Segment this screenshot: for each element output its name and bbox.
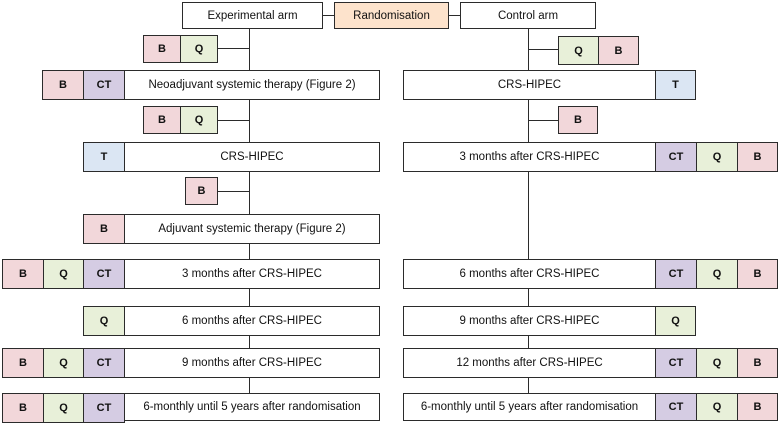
tag-questionnaire: Q (696, 142, 738, 172)
tag-blood: B (2, 393, 44, 423)
tag-questionnaire: Q (558, 36, 599, 65)
adjuvant-therapy-box: Adjuvant systemic therapy (Figure 2) (124, 214, 380, 244)
control-12-months-box: 12 months after CRS-HIPEC (403, 348, 656, 378)
tag-blood: B (598, 36, 639, 65)
tag-blood: B (737, 142, 778, 172)
tag-questionnaire: Q (43, 348, 84, 378)
tag-questionnaire: Q (180, 35, 218, 63)
tag-ct: CT (83, 259, 125, 289)
experimental-arm-header: Experimental arm (182, 2, 323, 29)
tag-questionnaire: Q (696, 348, 738, 378)
tag-tissue: T (83, 142, 125, 172)
tag-ct: CT (655, 142, 697, 172)
experimental-6-months-box: 6 months after CRS-HIPEC (124, 306, 380, 336)
tag-questionnaire: Q (180, 106, 218, 134)
tag-baseline: B (143, 35, 181, 63)
control-crs-hipec-box: CRS-HIPEC (403, 70, 656, 100)
connector-header-right (448, 15, 460, 17)
tag-questionnaire: Q (43, 393, 84, 423)
tag-blood: B (737, 393, 778, 421)
tag-blood: B (558, 106, 598, 134)
tag-ct: CT (655, 259, 697, 289)
randomisation-box: Randomisation (334, 2, 449, 29)
tag-ct: CT (655, 393, 697, 421)
tag-blood: B (737, 348, 778, 378)
tag-blood: B (2, 348, 44, 378)
connector-exp-b3 (217, 191, 249, 193)
connector-header-left (322, 15, 334, 17)
tag-tissue: T (655, 70, 696, 100)
control-9-months-box: 9 months after CRS-HIPEC (403, 306, 656, 336)
tag-blood: B (185, 177, 218, 205)
tag-ct: CT (83, 393, 125, 423)
experimental-6-monthly-box: 6-monthly until 5 years after randomisat… (124, 393, 380, 421)
control-6-months-box: 6 months after CRS-HIPEC (403, 259, 656, 289)
control-6-monthly-box: 6-monthly until 5 years after randomisat… (403, 393, 656, 421)
tag-ct: CT (83, 348, 125, 378)
control-arm-header: Control arm (460, 2, 596, 29)
tag-blood: B (737, 259, 778, 289)
connector-ctl-qb (528, 49, 558, 51)
experimental-3-months-box: 3 months after CRS-HIPEC (124, 259, 380, 289)
tag-ct: CT (655, 348, 697, 378)
neoadjuvant-therapy-box: Neoadjuvant systemic therapy (Figure 2) (124, 70, 380, 100)
tag-blood: B (42, 70, 84, 100)
tag-questionnaire: Q (83, 306, 125, 336)
experimental-arm-spine (249, 29, 251, 394)
experimental-9-months-box: 9 months after CRS-HIPEC (124, 348, 380, 378)
control-arm-spine (528, 29, 530, 394)
tag-blood: B (143, 106, 181, 134)
connector-ctl-b (528, 120, 558, 122)
tag-questionnaire: Q (43, 259, 84, 289)
control-3-months-box: 3 months after CRS-HIPEC (403, 142, 656, 172)
connector-exp-bq2 (217, 120, 249, 122)
tag-blood: B (2, 259, 44, 289)
experimental-crs-hipec-box: CRS-HIPEC (124, 142, 380, 172)
tag-ct: CT (83, 70, 125, 100)
connector-exp-bq1 (217, 48, 249, 50)
tag-questionnaire: Q (655, 306, 696, 336)
tag-questionnaire: Q (696, 393, 738, 421)
tag-blood: B (83, 214, 125, 244)
tag-questionnaire: Q (696, 259, 738, 289)
